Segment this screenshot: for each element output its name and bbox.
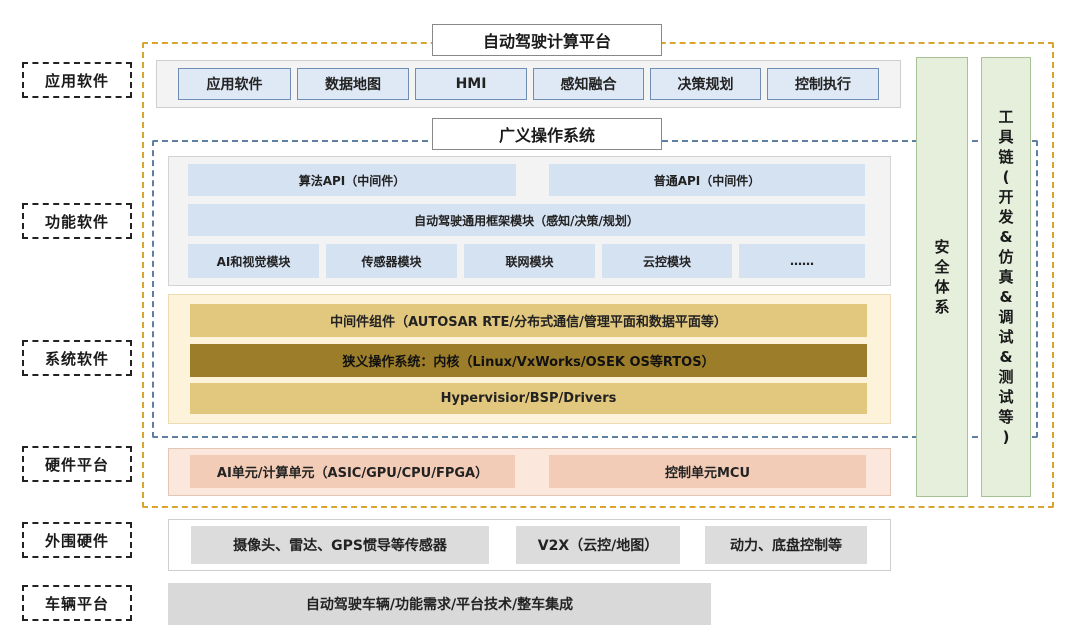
- vertical-char: (: [1002, 168, 1010, 186]
- narrow-os-kernel-block: 狭义操作系统：内核（Linux/VxWorks/OSEK OS等RTOS）: [190, 344, 867, 377]
- side-label-peripheral: 外围硬件: [22, 522, 132, 558]
- module-network: 联网模块: [464, 244, 595, 278]
- vertical-char: 安: [934, 238, 950, 256]
- side-label-system: 系统软件: [22, 340, 132, 376]
- hypervisor-bsp-drivers-block: Hypervisior/BSP/Drivers: [190, 383, 867, 414]
- platform-title: 自动驾驶计算平台: [432, 24, 662, 56]
- vertical-char: 调: [998, 308, 1014, 326]
- powertrain-chassis-block: 动力、底盘控制等: [705, 526, 867, 564]
- app-item-decision-planning: 决策规划: [650, 68, 761, 100]
- vertical-char: 链: [998, 148, 1014, 166]
- app-item-perception-fusion: 感知融合: [533, 68, 644, 100]
- module-cloud-control: 云控模块: [602, 244, 732, 278]
- vertical-char: 测: [998, 368, 1014, 386]
- ai-compute-unit-block: AI单元/计算单元（ASIC/GPU/CPU/FPGA）: [190, 455, 515, 488]
- vertical-char: 全: [934, 258, 950, 276]
- vertical-char: 试: [998, 388, 1014, 406]
- app-item-application-software: 应用软件: [178, 68, 291, 100]
- framework-module-block: 自动驾驶通用框架模块（感知/决策/规划）: [188, 204, 865, 236]
- v2x-block: V2X（云控/地图）: [516, 526, 680, 564]
- vertical-char: 发: [998, 208, 1014, 226]
- vertical-char: 工: [998, 108, 1014, 126]
- side-label-functional: 功能软件: [22, 203, 132, 239]
- toolchain-label: 工具链(开发&仿真&调试&测试等): [998, 107, 1013, 447]
- safety-system-column: 安全体系: [916, 57, 968, 497]
- vertical-char: 具: [998, 128, 1014, 146]
- side-label-application: 应用软件: [22, 62, 132, 98]
- vertical-char: 开: [998, 188, 1014, 206]
- vertical-char: 真: [998, 268, 1014, 286]
- vertical-char: 仿: [998, 248, 1014, 266]
- module-ai-vision: AI和视觉模块: [188, 244, 319, 278]
- vehicle-platform-block: 自动驾驶车辆/功能需求/平台技术/整车集成: [168, 583, 711, 625]
- generalized-os-title: 广义操作系统: [432, 118, 662, 150]
- module-more: ……: [739, 244, 865, 278]
- middleware-component-block: 中间件组件（AUTOSAR RTE/分布式通信/管理平面和数据平面等）: [190, 304, 867, 337]
- algorithm-api-block: 算法API（中间件）: [188, 164, 516, 196]
- general-api-block: 普通API（中间件）: [549, 164, 865, 196]
- vertical-char: 体: [934, 278, 950, 296]
- app-item-data-map: 数据地图: [297, 68, 409, 100]
- side-label-vehicle: 车辆平台: [22, 585, 132, 621]
- vertical-char: 等: [998, 408, 1014, 426]
- vertical-char: 系: [934, 298, 950, 316]
- module-sensor: 传感器模块: [326, 244, 457, 278]
- vertical-char: &: [999, 348, 1013, 366]
- vertical-char: &: [999, 288, 1013, 306]
- sensors-block: 摄像头、雷达、GPS惯导等传感器: [191, 526, 489, 564]
- safety-system-label: 安全体系: [934, 237, 949, 317]
- control-unit-mcu-block: 控制单元MCU: [549, 455, 866, 488]
- app-item-hmi: HMI: [415, 68, 527, 100]
- vertical-char: 试: [998, 328, 1014, 346]
- side-label-hardware: 硬件平台: [22, 446, 132, 482]
- toolchain-column: 工具链(开发&仿真&调试&测试等): [981, 57, 1031, 497]
- vertical-char: ): [1002, 428, 1010, 446]
- vertical-char: &: [999, 228, 1013, 246]
- app-item-control-execution: 控制执行: [767, 68, 879, 100]
